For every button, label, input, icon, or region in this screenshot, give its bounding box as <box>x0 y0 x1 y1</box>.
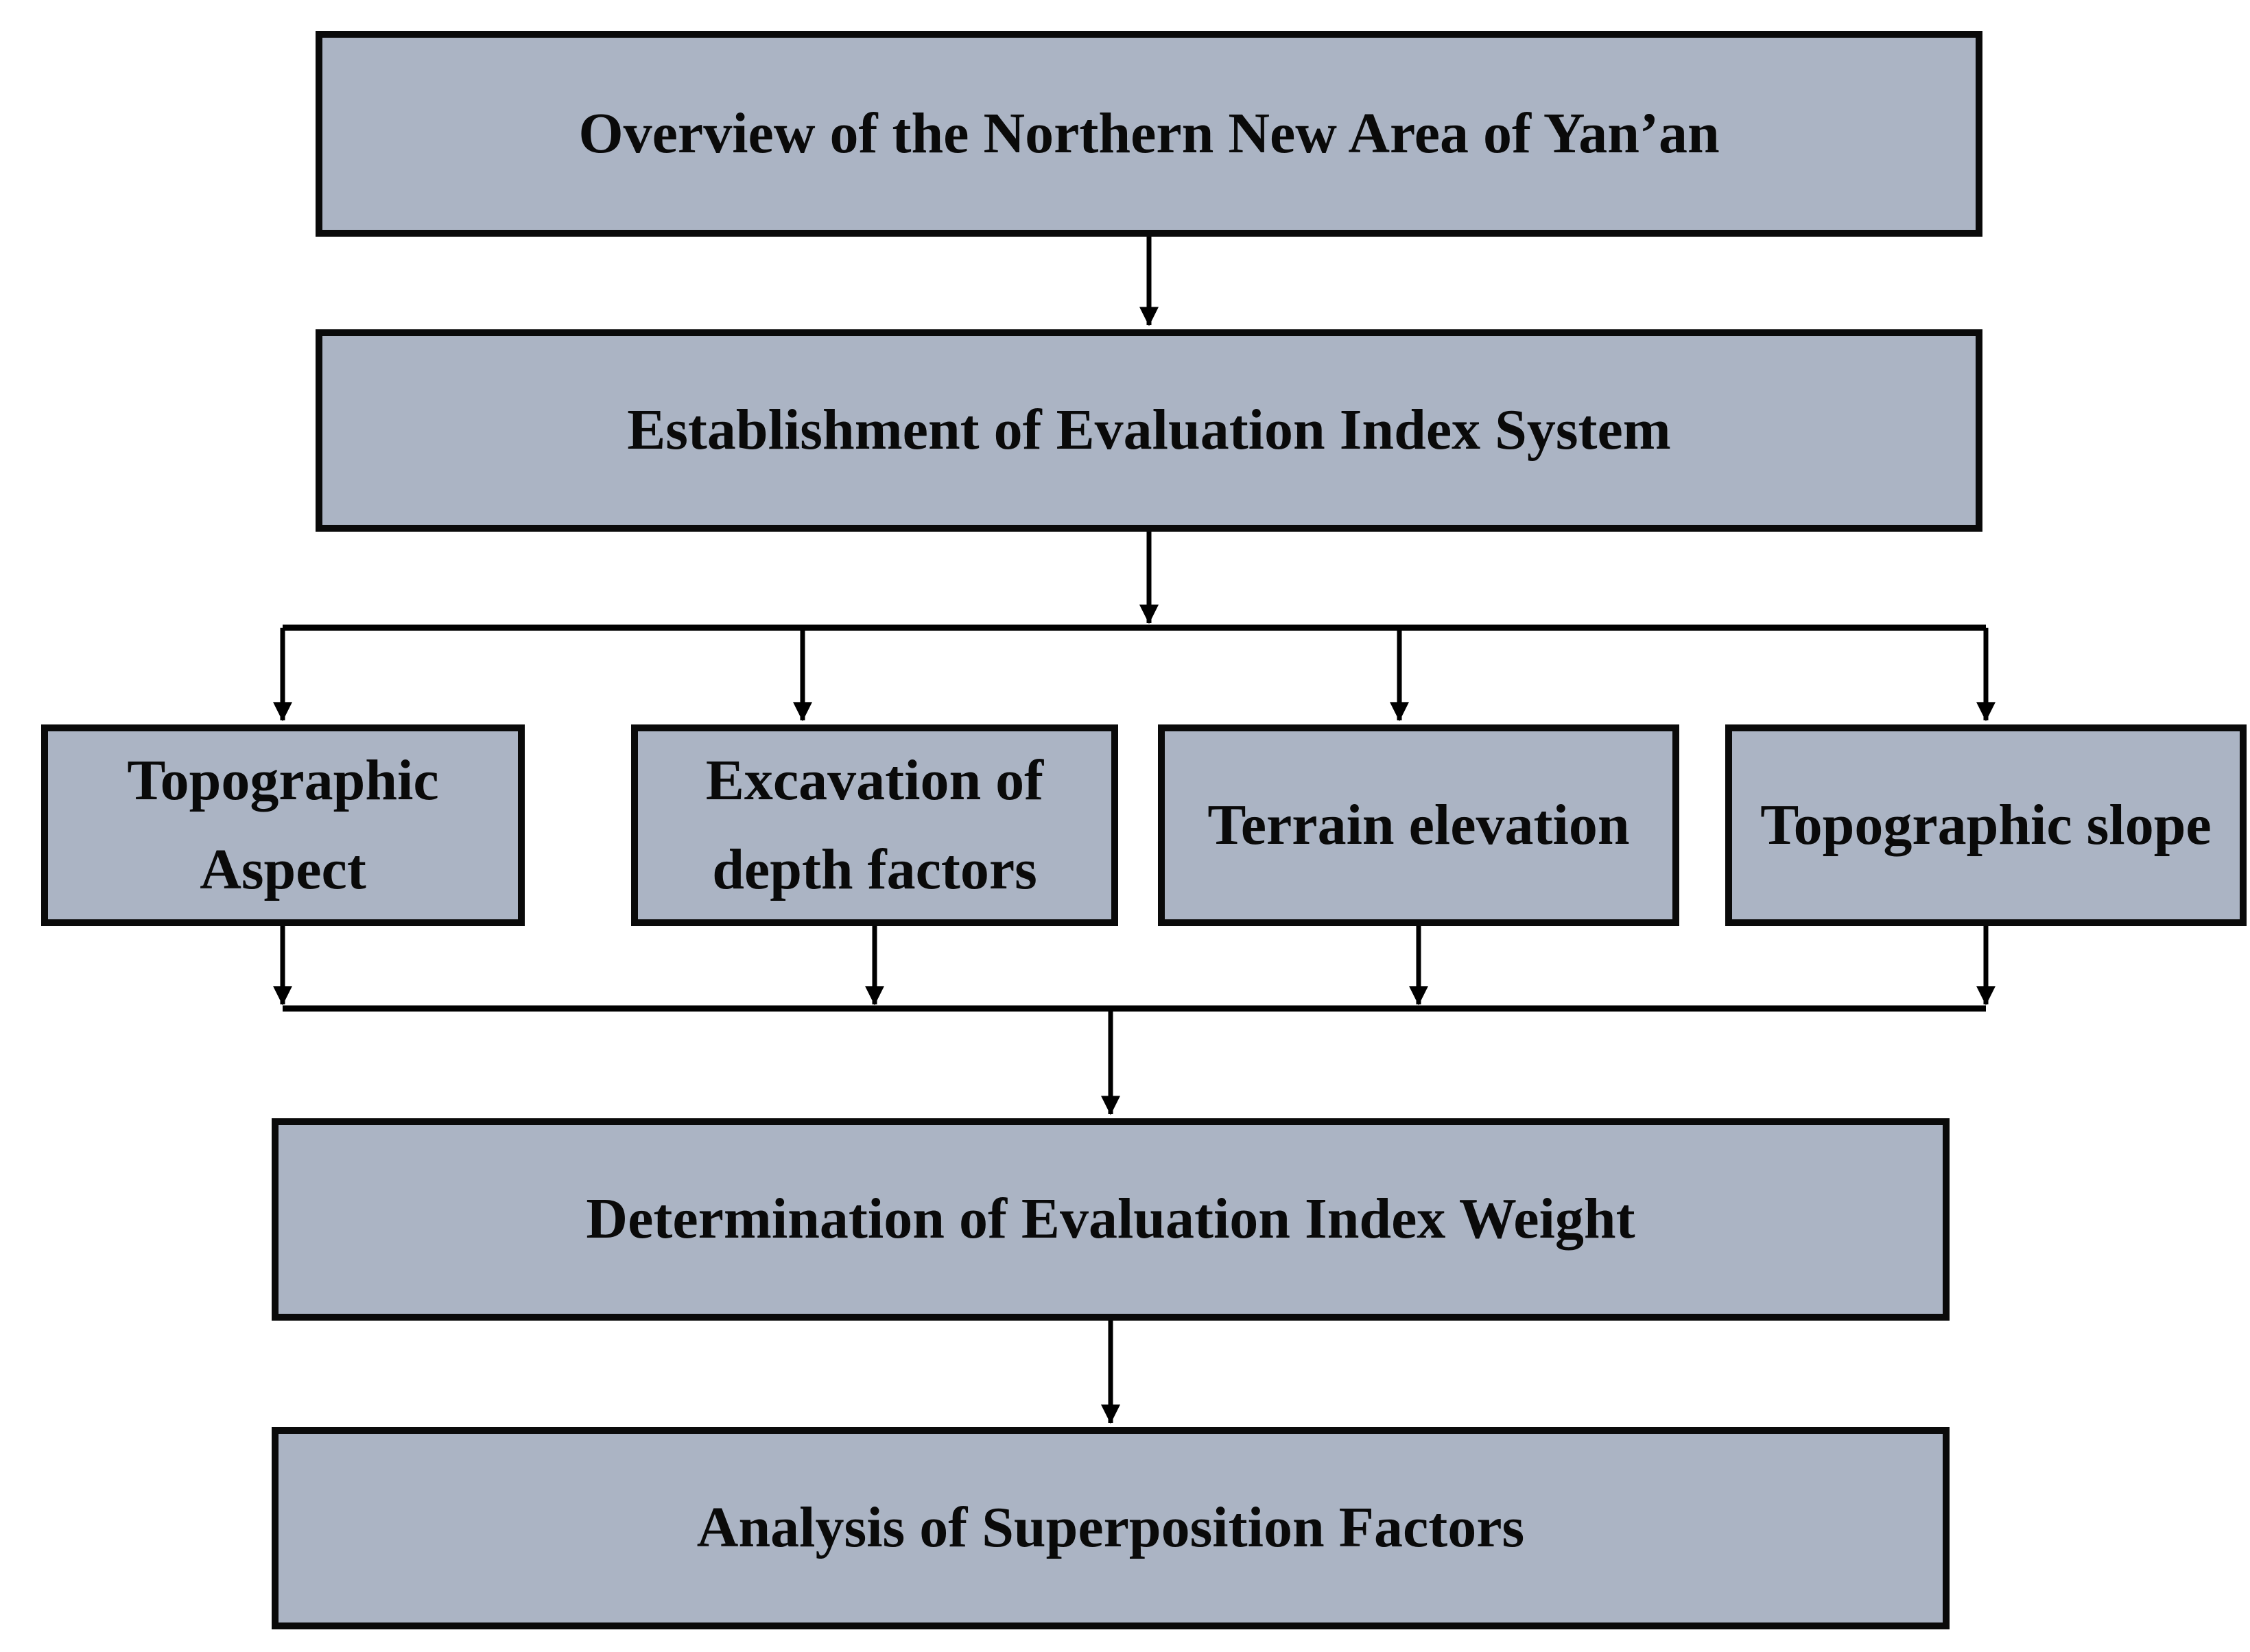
node-establishment-label: Establishment of Evaluation Index System <box>627 398 1671 462</box>
node-excavation-depth: Excavation of depth factors <box>631 724 1118 926</box>
node-topographic-slope: Topographic slope <box>1725 724 2247 926</box>
node-analysis-label: Analysis of Superposition Factors <box>696 1496 1525 1560</box>
node-overview: Overview of the Northern New Area of Yan… <box>316 31 1982 237</box>
node-topographic-slope-label: Topographic slope <box>1760 792 2212 857</box>
node-analysis: Analysis of Superposition Factors <box>272 1427 1950 1629</box>
node-excavation-depth-label: Excavation of depth factors <box>705 748 1044 901</box>
node-determination-label: Determination of Evaluation Index Weight <box>586 1187 1635 1251</box>
node-topographic-aspect-label: Topographic Aspect <box>127 748 439 901</box>
node-overview-label: Overview of the Northern New Area of Yan… <box>578 101 1720 165</box>
node-terrain-elevation-label: Terrain elevation <box>1207 792 1630 857</box>
node-terrain-elevation: Terrain elevation <box>1158 724 1679 926</box>
node-establishment: Establishment of Evaluation Index System <box>316 329 1982 532</box>
node-determination: Determination of Evaluation Index Weight <box>272 1118 1950 1321</box>
node-topographic-aspect: Topographic Aspect <box>41 724 525 926</box>
